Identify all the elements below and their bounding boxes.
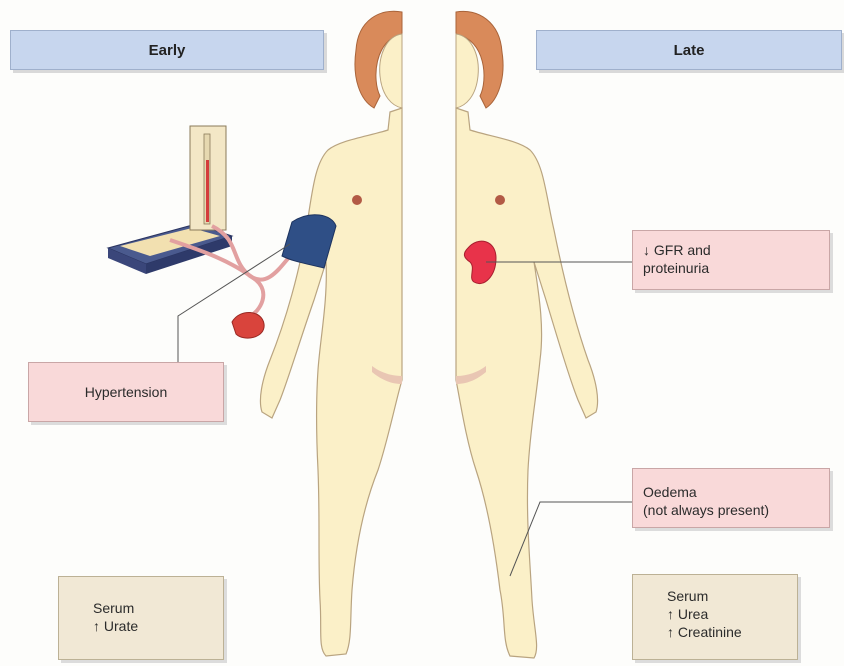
label-hypertension: Hypertension xyxy=(28,362,224,422)
label-serum-late-line2: ↑ Urea xyxy=(667,605,797,623)
header-early: Early xyxy=(10,30,324,70)
body-left xyxy=(260,108,402,656)
label-serum-early: Serum ↑ Urate xyxy=(58,576,224,660)
header-late-label: Late xyxy=(674,42,705,59)
label-gfr-proteinuria: ↓ GFR and proteinuria xyxy=(632,230,830,290)
label-hypertension-text: Hypertension xyxy=(85,383,168,401)
bulb-icon xyxy=(232,312,264,338)
label-oedema: Oedema (not always present) xyxy=(632,468,830,528)
label-serum-late: Serum ↑ Urea ↑ Creatinine xyxy=(632,574,798,660)
woman-figure-right xyxy=(456,11,598,658)
woman-figure-left xyxy=(260,11,402,656)
label-serum-late-line1: Serum xyxy=(667,587,797,605)
label-serum-late-line3: ↑ Creatinine xyxy=(667,623,797,641)
label-serum-early-line2: ↑ Urate xyxy=(93,617,223,635)
label-oedema-line2: (not always present) xyxy=(643,501,829,519)
label-oedema-line1: Oedema xyxy=(643,483,829,501)
body-right xyxy=(456,108,598,658)
header-late: Late xyxy=(536,30,842,70)
label-gfr-line1: ↓ GFR and xyxy=(643,241,829,259)
pointer-hypertension xyxy=(178,244,290,362)
label-serum-early-line1: Serum xyxy=(93,599,223,617)
label-gfr-line2: proteinuria xyxy=(643,259,829,277)
breast-left xyxy=(352,195,362,205)
breast-right xyxy=(495,195,505,205)
header-early-label: Early xyxy=(149,42,186,59)
